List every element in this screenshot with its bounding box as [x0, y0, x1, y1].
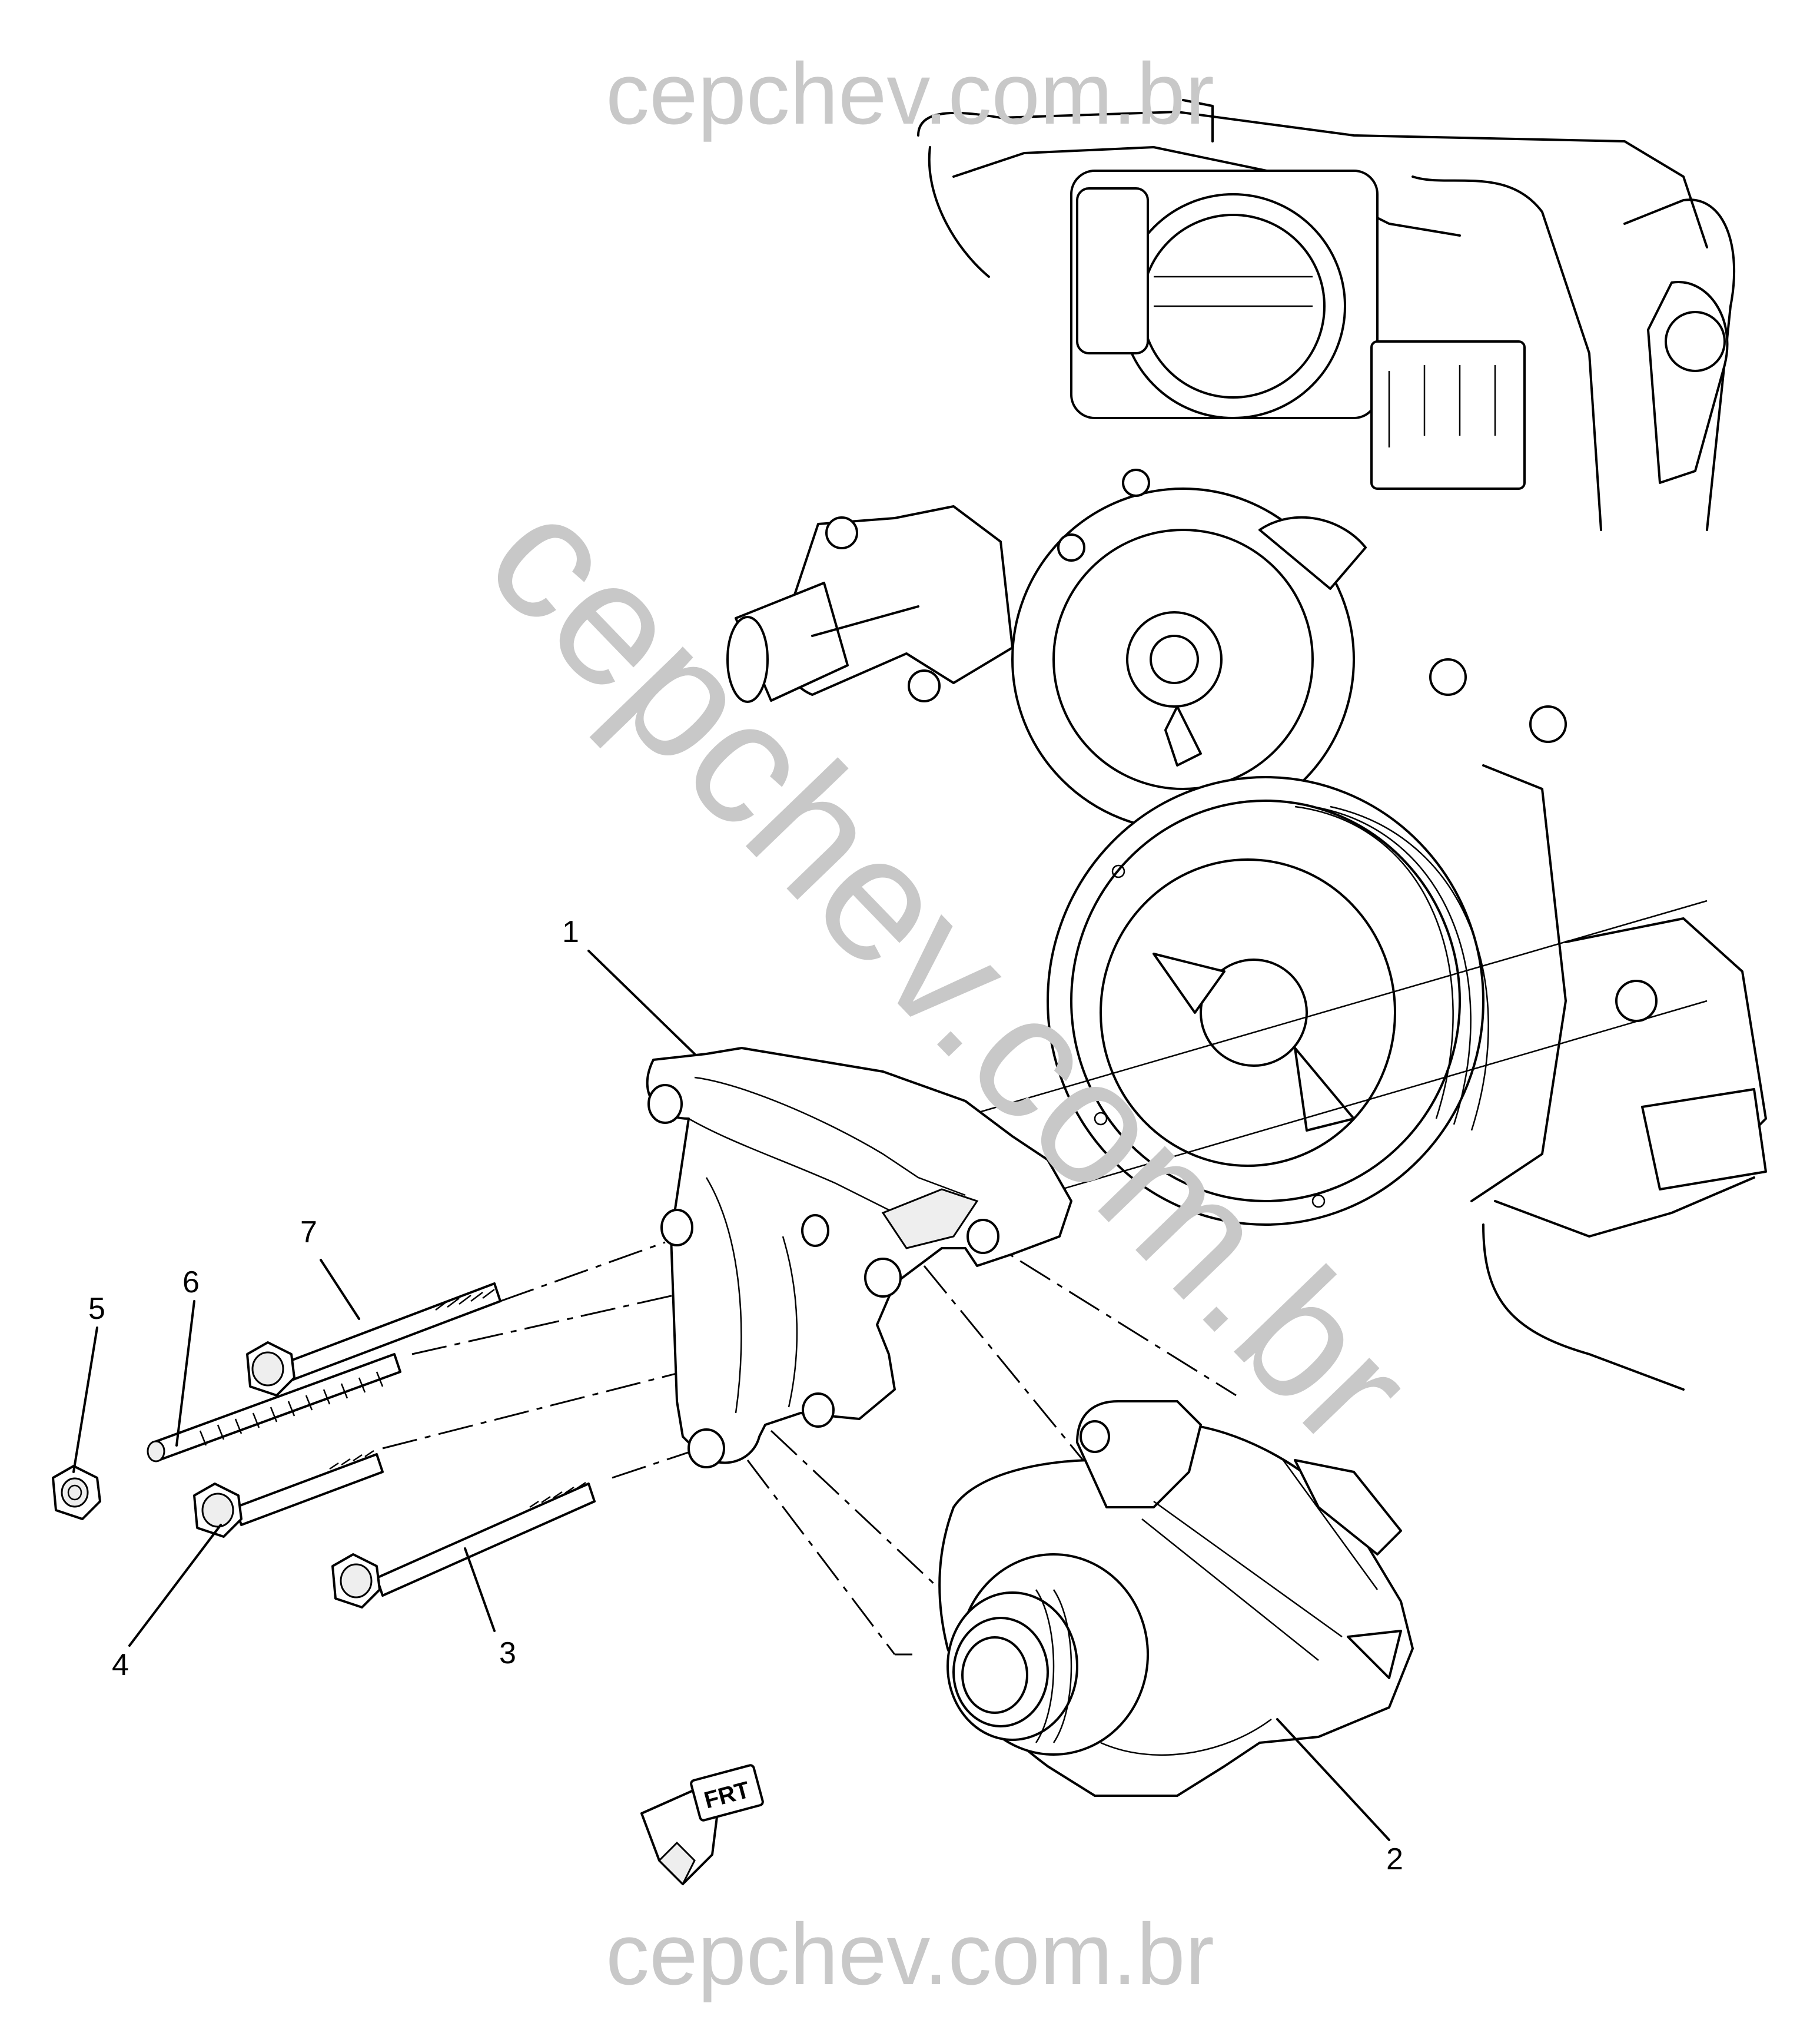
- callout-3: 3: [499, 1636, 516, 1670]
- callout-2: 2: [1386, 1842, 1403, 1876]
- generator: [938, 1400, 1414, 1797]
- water-outlet: [726, 505, 1014, 703]
- generator-bracket: [646, 1047, 1072, 1468]
- flange-bolt: [193, 1450, 384, 1538]
- callout-4: 4: [112, 1648, 129, 1682]
- callout-5: 5: [88, 1292, 105, 1326]
- front-direction-arrow-icon: FRT: [640, 1764, 764, 1886]
- callout-7: 7: [300, 1215, 317, 1249]
- watermark-top: cepchev.com.br: [606, 45, 1214, 142]
- nut: [52, 1465, 101, 1520]
- stud: [147, 1353, 401, 1462]
- watermark-bottom: cepchev.com.br: [606, 1906, 1214, 2003]
- callout-6: 6: [182, 1265, 200, 1299]
- throttle-body: [1070, 170, 1379, 419]
- assembly-guide-lines: [382, 900, 1708, 1656]
- callout-1: 1: [562, 915, 579, 949]
- long-bolt: [331, 1481, 596, 1609]
- upper-bolt: [246, 1282, 502, 1397]
- callout-leaders: [72, 950, 1390, 1841]
- water-pump-pulley: [1011, 469, 1367, 831]
- callout-labels: 1 2 3 4 5 6 7: [88, 915, 1403, 1876]
